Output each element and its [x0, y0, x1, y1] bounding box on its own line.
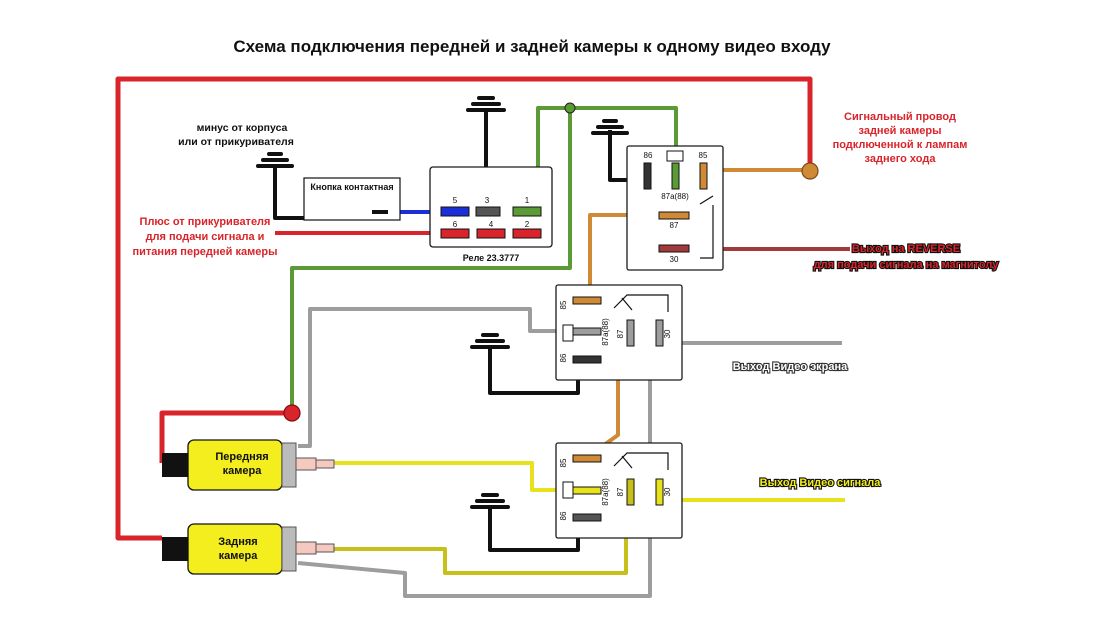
relay-2-pin-86-blade	[572, 355, 602, 364]
video-output-label: Выход Видео сигнала	[760, 477, 882, 489]
signal-note-line-3: подключенной к лампам	[833, 139, 968, 151]
screen-output-label: Выход Видео экрана	[733, 361, 848, 373]
front-camera	[162, 439, 335, 491]
signal-note-line-1: Сигнальный провод	[844, 111, 956, 123]
relay-3-pin-30-blade	[655, 478, 664, 506]
relay-pin-5-label: 5	[453, 196, 458, 205]
relay-3-switch	[613, 452, 669, 470]
front-camera-label-1: Передняя	[215, 451, 268, 463]
relay-2-pin-85: 85	[559, 300, 568, 309]
relay-1-pin-87a-blade	[671, 162, 680, 190]
ground-symbol-relay3	[470, 493, 510, 509]
front-camera-label-2: камера	[223, 465, 263, 477]
rear-camera-label-2: камера	[219, 550, 259, 562]
relay-3-pin-87-blade	[626, 478, 635, 506]
relay-1-pin-30-label: 30	[670, 255, 679, 264]
red-front-camera-wire	[159, 410, 292, 463]
ground-symbol-relay2	[470, 333, 510, 349]
relay-2-pin-87a-blade	[572, 327, 602, 336]
relay-pin-1-label: 1	[525, 196, 530, 205]
relay-3-pin-87a: 87a(88)	[601, 478, 610, 506]
ground-note-line-1: минус от корпуса	[197, 122, 288, 134]
relay-pin-3	[475, 206, 501, 217]
relay-2-switch	[613, 294, 669, 312]
red-power-loop-wire	[115, 76, 813, 541]
rear-camera-label-1: Задняя	[218, 536, 257, 548]
relay-2-pin-30: 30	[663, 329, 672, 338]
yellow-front-video-wire	[332, 461, 588, 492]
relay-3-pin-85: 85	[559, 458, 568, 467]
plus-note-line-1: Плюс от прикуривателя	[140, 216, 271, 228]
relay-3-pin-86: 86	[559, 511, 568, 520]
relay-3-pin-87: 87	[616, 487, 625, 496]
ground-symbol-relay	[466, 96, 506, 112]
relay-pin-1	[512, 206, 542, 217]
relay-3-pin-85-blade	[572, 454, 602, 463]
relay-pin-5	[440, 206, 470, 217]
relay-pin-4-label: 4	[489, 220, 494, 229]
relay-pin-6-label: 6	[453, 220, 458, 229]
relay-1-pin-87-label: 87	[670, 221, 679, 230]
reverse-output-line-2: для подачи сигнала на магнитолу	[814, 259, 1000, 271]
relay-1-pin-30-blade	[658, 244, 690, 253]
plus-note-line-2: для подачи сигнала и	[146, 231, 265, 243]
relay-2-pin-85-blade	[572, 296, 602, 305]
relay-3-coil	[562, 481, 574, 499]
reverse-output-line-1: Выход на REVERSE	[852, 243, 960, 255]
relay-pin-2-label: 2	[525, 220, 530, 229]
relay-1-pin-85-blade	[699, 162, 708, 190]
rear-camera	[162, 523, 335, 575]
relay-pin-6	[440, 228, 470, 239]
relay-3-pin-86-blade	[572, 513, 602, 522]
relay-pin-3-label: 3	[485, 196, 490, 205]
relay-2-pin-87a: 87a(88)	[601, 318, 610, 346]
relay-2-pin-87: 87	[616, 329, 625, 338]
ground-symbol-relay1	[591, 119, 629, 135]
relay-2-pin-30-blade	[655, 319, 664, 347]
relay-2-coil	[562, 324, 574, 342]
yellow-rear-video-wire	[332, 500, 628, 575]
relay-1-pin-87-blade	[658, 211, 690, 220]
orange-junction-node	[801, 162, 819, 180]
ground-note-line-2: или от прикуривателя	[178, 136, 294, 148]
relay-1-pin-85: 85	[699, 151, 708, 160]
signal-note-line-4: заднего хода	[865, 153, 937, 165]
gray-front-video-wire	[298, 307, 588, 448]
relay-pin-4	[476, 228, 506, 239]
relay-3-pin-30: 30	[663, 487, 672, 496]
plus-note-line-3: питания передней камеры	[133, 246, 278, 258]
relay-1-switch	[699, 195, 714, 259]
relay-1-pin-86-blade	[643, 162, 652, 190]
green-junction-node	[564, 102, 576, 114]
relay-2-pin-86: 86	[559, 353, 568, 362]
relay-2-pin-87-blade	[626, 319, 635, 347]
relay-1-pin-87a-label: 87a(88)	[661, 192, 689, 201]
diagram-title: Схема подключения передней и задней каме…	[233, 37, 831, 56]
relay-3-pin-87a-blade	[572, 486, 602, 495]
signal-note-line-2: задней камеры	[859, 125, 942, 137]
ground-symbol-button	[256, 152, 294, 178]
relay-23-3777-label: Реле 23.3777	[463, 253, 519, 263]
contact-button-label: Кнопка контактная	[310, 182, 393, 192]
relay-pin-2	[512, 228, 542, 239]
red-junction-node	[283, 404, 301, 422]
relay-1-coil	[666, 150, 684, 162]
relay-1-pin-86: 86	[644, 151, 653, 160]
